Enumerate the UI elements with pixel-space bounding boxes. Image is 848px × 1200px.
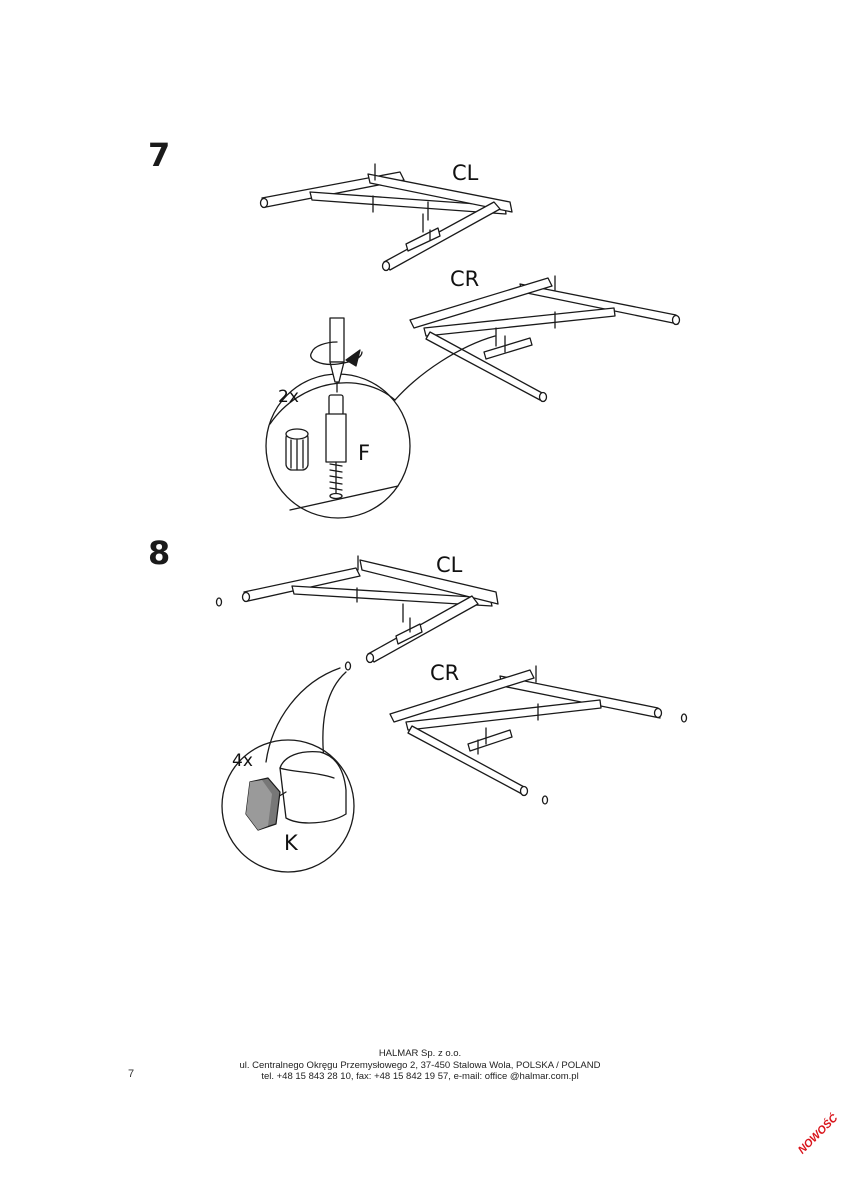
step-8-number: 8 [148, 534, 171, 572]
step8-frame-cl [215, 555, 499, 671]
step8-label-cr: CR [430, 661, 459, 685]
step7-frame-cr [409, 275, 681, 403]
screws-cl-step8 [356, 555, 411, 633]
felt-pad-k-icon [245, 777, 281, 831]
step7-label-cr: CR [450, 267, 479, 291]
glide-icon [344, 661, 352, 671]
step7-quantity: 2x [278, 387, 299, 407]
glide-icon [680, 713, 688, 723]
wooden-dowel-icon [285, 428, 309, 471]
screwdriver-icon [310, 317, 363, 393]
footer-company: HALMAR Sp. z o.o. [378, 1048, 462, 1059]
footer-contact: tel. +48 15 843 28 10, fax: +48 15 842 1… [261, 1071, 579, 1082]
cam-bolt-f-icon [325, 394, 347, 500]
step8-part-label: K [284, 831, 299, 855]
page-number: 7 [128, 1068, 135, 1080]
step7-detail-callout [265, 317, 496, 519]
glide-icon [215, 597, 223, 607]
footer-address: ul. Centralnego Okręgu Przemysłowego 2, … [239, 1059, 601, 1071]
screws-cl-step7 [372, 163, 431, 241]
step-7-number: 7 [148, 136, 171, 174]
step8-label-cl: CL [436, 553, 463, 577]
glide-icon [541, 795, 549, 805]
step7-label-cl: CL [452, 161, 479, 185]
screws-cr-step7 [495, 275, 556, 353]
step8-detail-callout [221, 667, 355, 873]
step8-frame-cr [389, 665, 688, 805]
company-footer: HALMAR Sp. z o.o. ul. Centralnego Okręgu… [200, 1048, 640, 1083]
screws-cr-step8 [477, 665, 539, 755]
step7-frame-cl [259, 163, 513, 272]
step8-quantity: 4x [232, 751, 253, 771]
step7-part-label: F [358, 441, 370, 465]
